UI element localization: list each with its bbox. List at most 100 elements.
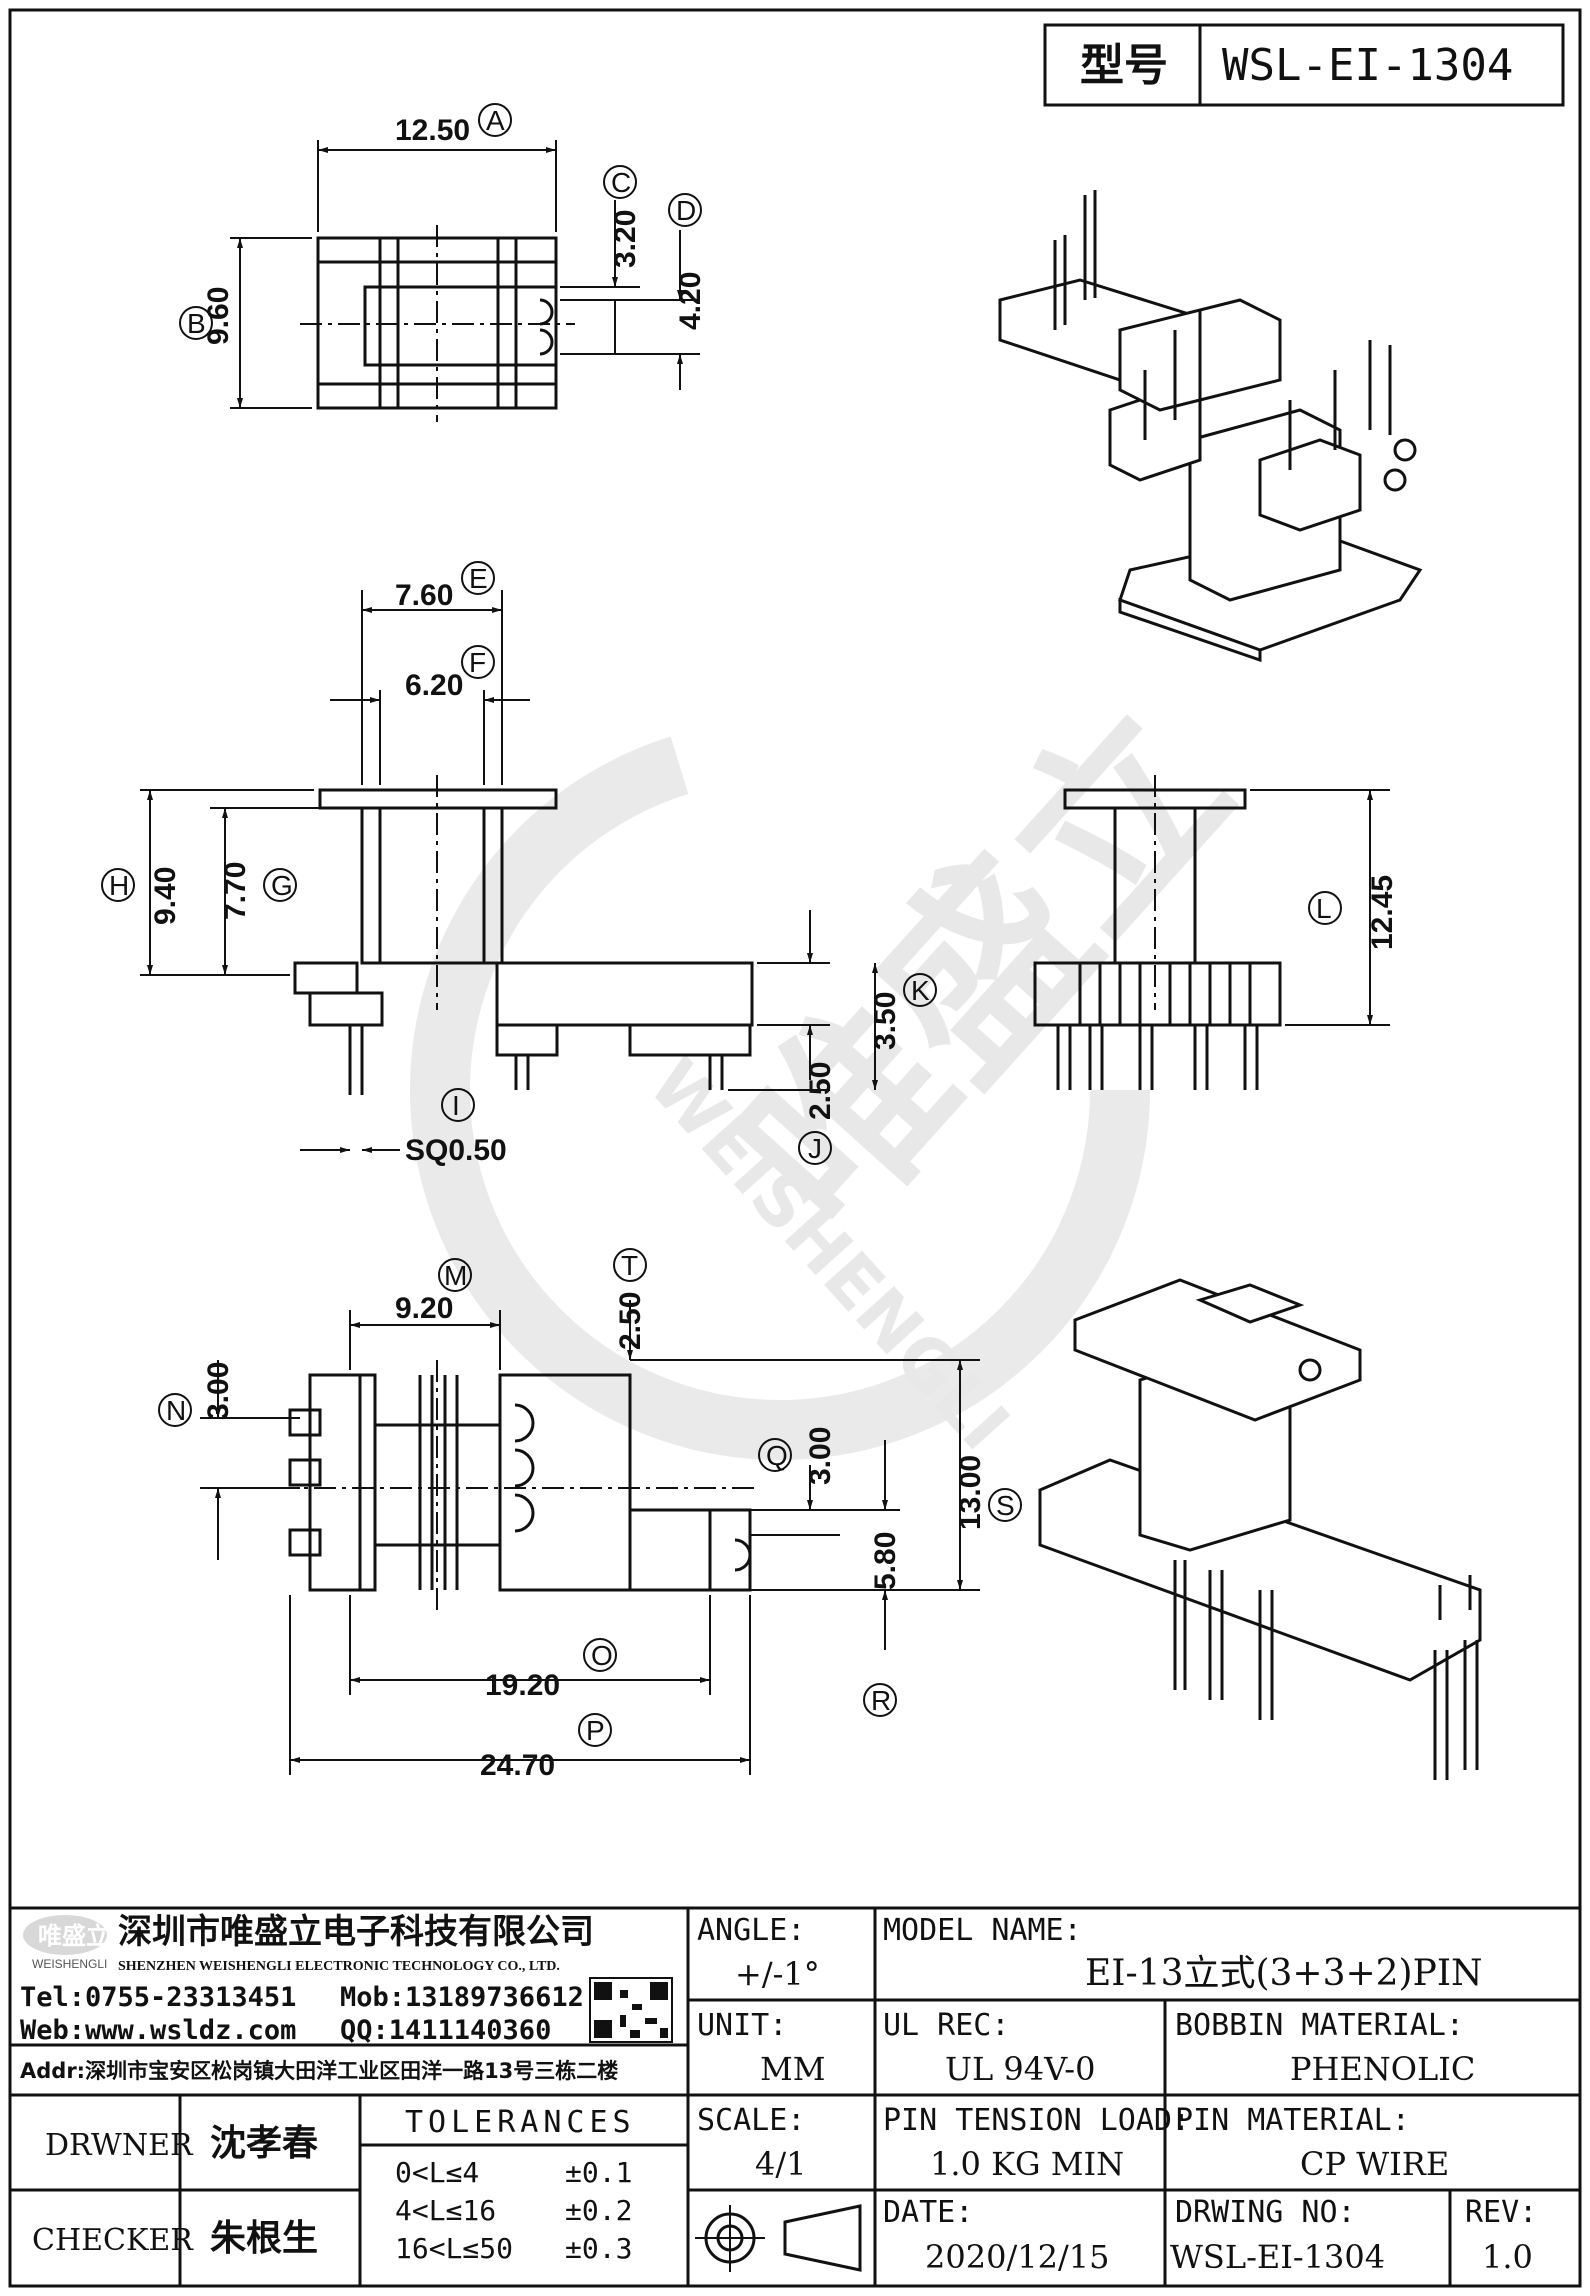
dim-Q: 3.00 bbox=[804, 1427, 837, 1485]
svg-text:A: A bbox=[486, 105, 505, 136]
dim-H: 9.40 bbox=[149, 867, 182, 925]
scale-value: 4/1 bbox=[755, 2145, 807, 2183]
dim-I: SQ0.50 bbox=[405, 1134, 507, 1167]
sheet-border bbox=[8, 8, 1582, 2288]
svg-text:G: G bbox=[271, 870, 293, 901]
svg-text:T: T bbox=[621, 1250, 638, 1281]
ul-rec-value: UL 94V-0 bbox=[945, 2050, 1095, 2088]
company-logo-sub: WEISHENGLI bbox=[32, 1957, 107, 1971]
pin-material-label: PIN MATERIAL: bbox=[1175, 2103, 1410, 2138]
svg-text:E: E bbox=[469, 563, 488, 594]
dim-T: 2.50 bbox=[614, 1292, 647, 1350]
title-block-text: ANGLE: +/-1° MODEL NAME: EI-13立式(3+3+2)P… bbox=[32, 1913, 1537, 2276]
dim-D: 4.20 bbox=[674, 272, 707, 330]
dim-R: 5.80 bbox=[869, 1532, 902, 1590]
iso-view-bottom bbox=[1038, 1278, 1482, 1780]
company-logo-icon bbox=[23, 1915, 107, 1955]
tol-range-1: 0<L≤4 bbox=[395, 2156, 479, 2189]
top-view bbox=[230, 140, 700, 422]
tol-range-3: 16<L≤50 bbox=[395, 2232, 513, 2265]
dim-L: 12.45 bbox=[1366, 875, 1399, 950]
checker-value: 朱根生 bbox=[210, 2218, 318, 2259]
type-value: WSL-EI-1304 bbox=[1222, 40, 1513, 91]
tol-value-3: ±0.3 bbox=[565, 2232, 632, 2265]
svg-text:F: F bbox=[469, 647, 486, 678]
drawer-label: DRWNER bbox=[45, 2128, 194, 2163]
drawer-value: 沈孝春 bbox=[210, 2123, 318, 2164]
pin-tension-label: PIN TENSION LOAD: bbox=[883, 2103, 1190, 2138]
svg-text:D: D bbox=[676, 195, 696, 226]
scale-label: SCALE: bbox=[697, 2103, 805, 2138]
date-value: 2020/12/15 bbox=[925, 2238, 1109, 2276]
dim-J: 2.50 bbox=[804, 1062, 837, 1120]
svg-text:K: K bbox=[911, 975, 930, 1006]
svg-text:P: P bbox=[586, 1715, 605, 1746]
drawing-no-value: WSL-EI-1304 bbox=[1170, 2238, 1385, 2276]
dim-F: 6.20 bbox=[405, 669, 463, 702]
front-view-labels: 7.60 E 6.20 F 9.40 H 7.70 G SQ0.50 I 3.5… bbox=[101, 561, 937, 1167]
company-web: Web:www.wsldz.com bbox=[20, 2015, 296, 2046]
company-name-cn: 深圳市唯盛立电子科技有限公司 bbox=[118, 1912, 594, 1952]
rev-value: 1.0 bbox=[1482, 2238, 1533, 2276]
dim-E: 7.60 bbox=[395, 579, 453, 612]
pin-tension-value: 1.0 KG MIN bbox=[930, 2145, 1124, 2183]
svg-text:C: C bbox=[611, 167, 631, 198]
tol-value-2: ±0.2 bbox=[565, 2194, 632, 2227]
checker-label: CHECKER bbox=[32, 2223, 194, 2258]
drawing-no-label: DRWING NO: bbox=[1175, 2195, 1356, 2230]
dim-M: 9.20 bbox=[395, 1292, 453, 1325]
rev-label: REV: bbox=[1465, 2195, 1537, 2230]
ul-rec-label: UL REC: bbox=[883, 2008, 1009, 2043]
angle-label: ANGLE: bbox=[697, 1913, 805, 1948]
dim-G: 7.70 bbox=[219, 862, 252, 920]
bottom-view bbox=[200, 1300, 980, 1775]
title-block bbox=[10, 1906, 1580, 2286]
model-name-label: MODEL NAME: bbox=[883, 1913, 1082, 1948]
front-view bbox=[140, 590, 878, 1153]
svg-text:N: N bbox=[166, 1395, 186, 1426]
dim-C: 3.20 bbox=[609, 210, 642, 268]
company-info: 唯盛立 WEISHENGLI 深圳市唯盛立电子科技有限公司 SHENZHEN W… bbox=[20, 1912, 673, 2083]
unit-label: UNIT: bbox=[697, 2008, 787, 2043]
tol-value-1: ±0.1 bbox=[565, 2156, 632, 2189]
svg-text:L: L bbox=[1316, 893, 1332, 924]
bobbin-material-value: PHENOLIC bbox=[1290, 2050, 1475, 2088]
date-label: DATE: bbox=[883, 2195, 973, 2230]
dim-B: 9.60 bbox=[202, 287, 235, 345]
type-header: 型号 WSL-EI-1304 bbox=[1043, 23, 1565, 107]
svg-text:J: J bbox=[808, 1133, 822, 1164]
dim-K: 3.50 bbox=[869, 992, 902, 1050]
svg-text:B: B bbox=[187, 308, 206, 339]
svg-text:I: I bbox=[452, 1090, 460, 1121]
company-name-en: SHENZHEN WEISHENGLI ELECTRONIC TECHNOLOG… bbox=[118, 1959, 560, 1974]
angle-value: +/-1° bbox=[735, 1955, 820, 1993]
company-qq: QQ:1411140360 bbox=[340, 2015, 551, 2046]
dim-S: 13.00 bbox=[954, 1455, 987, 1530]
side-view-labels: 12.45 L bbox=[1308, 875, 1399, 950]
dim-P: 24.70 bbox=[480, 1749, 555, 1782]
pin-material-value: CP WIRE bbox=[1300, 2145, 1449, 2183]
dim-N: 3.00 bbox=[202, 1362, 235, 1420]
dim-O: 19.20 bbox=[485, 1669, 560, 1702]
company-mob: Mob:13189736612 bbox=[340, 1982, 584, 2013]
company-tel: Tel:0755-23313451 bbox=[20, 1982, 296, 2013]
svg-text:H: H bbox=[109, 870, 129, 901]
bobbin-material-label: BOBBIN MATERIAL: bbox=[1175, 2008, 1464, 2043]
tol-range-2: 4<L≤16 bbox=[395, 2194, 496, 2227]
bottom-view-labels: 9.20 M 2.50 T 3.00 N 3.00 Q 5.80 R 13.00… bbox=[158, 1248, 1022, 1782]
type-label: 型号 bbox=[1080, 40, 1168, 91]
model-name-value: EI-13立式(3+3+2)PIN bbox=[1085, 1953, 1483, 1994]
svg-text:Q: Q bbox=[766, 1440, 788, 1471]
company-logo-text: 唯盛立 bbox=[38, 1922, 110, 1950]
unit-value: MM bbox=[760, 2050, 826, 2088]
dim-A: 12.50 bbox=[395, 114, 470, 147]
tolerances-label: TOLERANCES bbox=[405, 2105, 636, 2140]
svg-text:S: S bbox=[996, 1490, 1015, 1521]
projection-symbol-icon bbox=[695, 2204, 862, 2272]
iso-view-top bbox=[998, 190, 1423, 663]
side-view bbox=[1033, 775, 1390, 1090]
top-view-labels: 12.50 A 9.60 B 3.20 C 4.20 D bbox=[179, 103, 707, 345]
svg-text:M: M bbox=[444, 1260, 467, 1291]
company-address: Addr:深圳市宝安区松岗镇大田洋工业区田洋一路13号三栋二楼 bbox=[20, 2059, 618, 2083]
